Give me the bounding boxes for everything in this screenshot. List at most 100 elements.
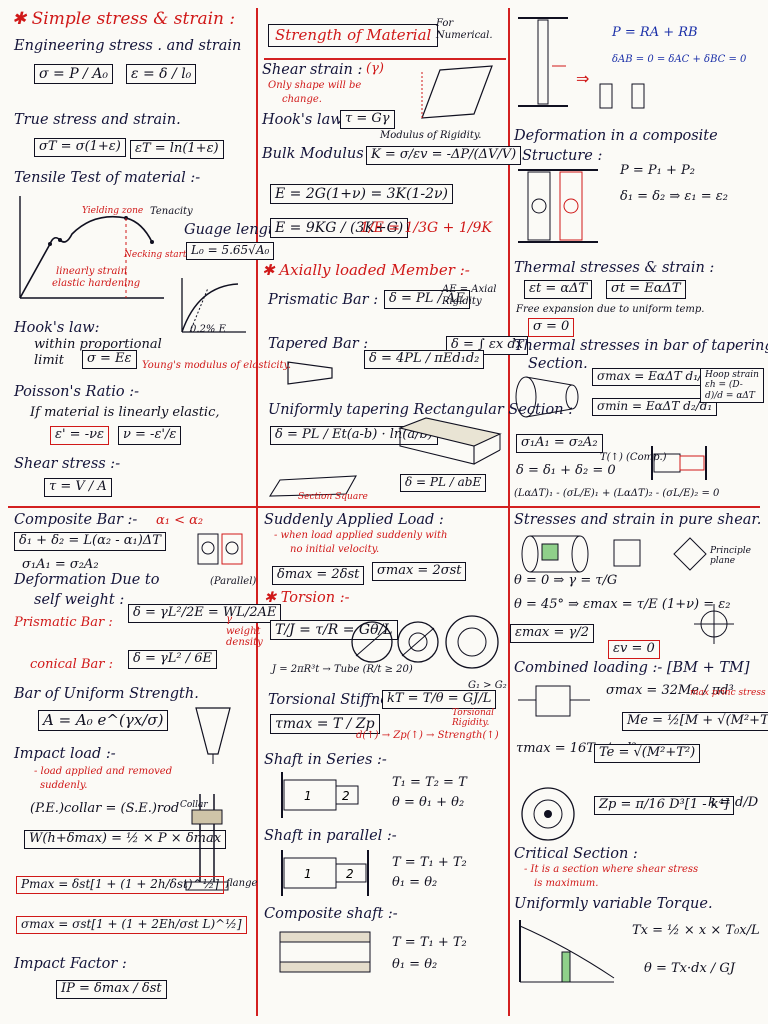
mohr-circle-icon xyxy=(694,604,734,644)
formula-torsion: T/J = τ/R = Gθ/L xyxy=(270,620,398,641)
svg-text:1: 1 xyxy=(304,867,312,881)
label-prismatic-bar: Prismatic Bar : xyxy=(14,615,113,630)
label-yielding-zone: Yielding zone xyxy=(82,206,144,216)
formula-emax: εmax = γ/2 xyxy=(510,624,594,643)
heading-bulk-modulus: Bulk Modulus : xyxy=(262,146,374,162)
formula-epsilon: ε = δ / l₀ xyxy=(126,64,197,85)
formula-theta0: θ = 0 ⇒ γ = τ/G xyxy=(514,573,618,588)
shaft-series-figure: 1 2 xyxy=(281,772,359,818)
formula-p-sum: P = RA + RB xyxy=(612,25,698,40)
combined-loading-figure xyxy=(518,685,590,717)
impact-collar-figure xyxy=(185,794,229,891)
rectangular-taper-figure xyxy=(398,417,502,465)
parallel-bars-figure xyxy=(197,533,243,565)
formula-composite-2: σ₁A₁ = σ₂A₂ xyxy=(22,557,99,572)
label-gamma: γ weight density xyxy=(226,614,263,648)
formula-tmax: τmax = T / Zp xyxy=(270,714,380,735)
heading-shaft-parallel: Shaft in parallel :- xyxy=(264,828,397,844)
variable-torque-figure xyxy=(519,920,615,983)
text-impact-desc-2: suddenly. xyxy=(40,780,88,791)
heading-true-stress: True stress and strain. xyxy=(14,112,181,128)
formula-thermal-2: σt = EαΔT xyxy=(606,280,686,299)
heading-poisson: Poisson's Ratio :- xyxy=(14,384,140,400)
label-elastic: elastic hardening xyxy=(52,278,141,289)
formula-conical: δ = γL² / 6E xyxy=(128,650,218,669)
heading-suddenly: Suddenly Applied Load : xyxy=(264,512,444,528)
heading-structure: Structure : xyxy=(522,148,603,164)
heading-section: Section. xyxy=(528,356,588,372)
formula-series-2: θ = θ₁ + θ₂ xyxy=(392,795,465,810)
text-sudden-2: no initial velocity. xyxy=(290,544,380,555)
label-necking: Necking start xyxy=(124,250,187,260)
formula-sigma-comb: σmax = 32Me / πd³ xyxy=(606,683,734,698)
text-impact-desc-1: - load applied and removed xyxy=(34,766,173,777)
column-divider-2 xyxy=(508,8,510,1016)
label-principle-plane: Principle plane xyxy=(710,546,751,567)
formula-parallel-1: T = T₁ + T₂ xyxy=(392,855,467,870)
formula-taper: δ = PL / Et(a-b) · ln(a/b) xyxy=(270,426,438,445)
formula-ip: IP = δmax / δst xyxy=(56,980,167,999)
label-young: Young's modulus of elasticity. xyxy=(142,360,292,371)
heading-composite-bar: Composite Bar :- xyxy=(14,512,138,528)
label-torsional-stiff: Torsional Stiffness : xyxy=(268,692,414,708)
formula-composite: δ₁ + δ₂ = L(α₂ - α₁)ΔT xyxy=(14,532,166,551)
heading-hooke: Hook's law: xyxy=(14,320,100,336)
formula-e-relation-2: E = 9KG / (3K+G) xyxy=(270,218,409,239)
shaft-parallel-figure: 1 2 xyxy=(281,850,369,896)
heading-impact-factor: Impact Factor : xyxy=(14,956,127,972)
label-prismatic: Prismatic Bar : xyxy=(268,292,379,308)
label-linearly: linearly strain xyxy=(56,266,128,277)
formula-square: δ = PL / abE xyxy=(400,474,487,492)
svg-text:⇒: ⇒ xyxy=(576,69,589,88)
label-comp: T(↑) (Comp.) xyxy=(600,452,667,463)
label-parallel: (Parallel) xyxy=(210,576,257,587)
formula-force-balance: σ₁A₁ = σ₂A₂ xyxy=(516,434,603,453)
title-underline xyxy=(264,58,506,60)
text-critical-2: is maximum. xyxy=(534,878,599,889)
heading-deformation-self: Deformation Due to xyxy=(14,572,160,588)
formula-smax: σmax = σst[1 + (1 + 2Eh/σst L)^½] xyxy=(16,916,247,934)
formula-hooke: σ = Eε xyxy=(82,350,137,369)
heading-tensile-test: Tensile Test of material :- xyxy=(14,170,201,186)
label-offset: 0.2% E xyxy=(190,324,226,335)
formula-k: k = d/D xyxy=(708,795,759,810)
label-flange: flange xyxy=(226,878,258,889)
label-torsional-rigidity: Torsional Rigidity. xyxy=(452,708,494,729)
label-tapered: Tapered Bar : xyxy=(268,336,369,352)
formula-sigma-zero: σ = 0 xyxy=(528,318,575,337)
thermal-bars-figure xyxy=(651,446,707,480)
formula-series-1: T₁ = T₂ = T xyxy=(392,775,467,790)
formula-hoop: Hoop strain εh = (D-d)/d = αΔT xyxy=(700,368,764,404)
formula-uniform: A = A₀ e^(γx/σ) xyxy=(38,710,169,732)
formula-kt: kT = T/θ = GJ/L xyxy=(382,690,497,709)
text-strength-note: d(↑) → Zp(↑) → Strength(↑) xyxy=(356,730,499,741)
reaction-split-figure: ⇒ xyxy=(576,69,645,109)
tapered-bar-figure xyxy=(287,361,333,385)
label-g-compare: G₁ > G₂ xyxy=(468,680,507,691)
formula-sudden-2: σmax = 2σst xyxy=(372,562,467,581)
formula-prismatic-self: δ = γL²/2E = WL/2AE xyxy=(128,604,282,623)
heading-self-weight: self weight : xyxy=(34,592,125,608)
heading-pure-shear: Stresses and strain in pure shear. xyxy=(514,512,762,528)
formula-sudden-1: δmax = 2δst xyxy=(272,566,365,585)
heading-composite-shaft: Composite shaft :- xyxy=(264,906,398,922)
heading-simple-stress: ✱ Simple stress & strain : xyxy=(12,9,236,29)
formula-pe-se: (P.E.)collar = (S.E.)rod xyxy=(30,801,180,816)
heading-critical: Critical Section : xyxy=(514,846,638,862)
formula-true-sigma: σT = σ(1+ε) xyxy=(34,138,126,157)
pure-shear-figure xyxy=(521,535,707,573)
heading-thermal-taper: Thermal stresses in bar of tapering xyxy=(514,338,768,354)
heading-axially-loaded: ✱ Axially loaded Member :- xyxy=(262,261,470,279)
heading-deformation-comp: Deformation in a composite xyxy=(514,128,718,144)
formula-tube: J = 2πR³t → Tube (R/t ≥ 20) xyxy=(272,664,413,675)
heading-torsion: ✱ Torsion :- xyxy=(264,590,350,606)
heading-shaft-series: Shaft in Series :- xyxy=(264,752,387,768)
label-ae-rigidity: AE = Axial Rigidity xyxy=(442,284,497,307)
formula-smin-taper: σmin = EαΔT d₂/d₁ xyxy=(592,398,718,416)
label-max-princ: max princ stress xyxy=(690,688,766,698)
formula-parallel-2: θ₁ = θ₂ xyxy=(392,875,438,890)
heading-engineering-stress: Engineering stress . and strain xyxy=(14,38,242,54)
formula-sigma: σ = P / A₀ xyxy=(34,64,113,85)
heading-combined: Combined loading :- [BM + TM] xyxy=(514,660,750,676)
page-title: Strength of Material xyxy=(268,24,439,48)
